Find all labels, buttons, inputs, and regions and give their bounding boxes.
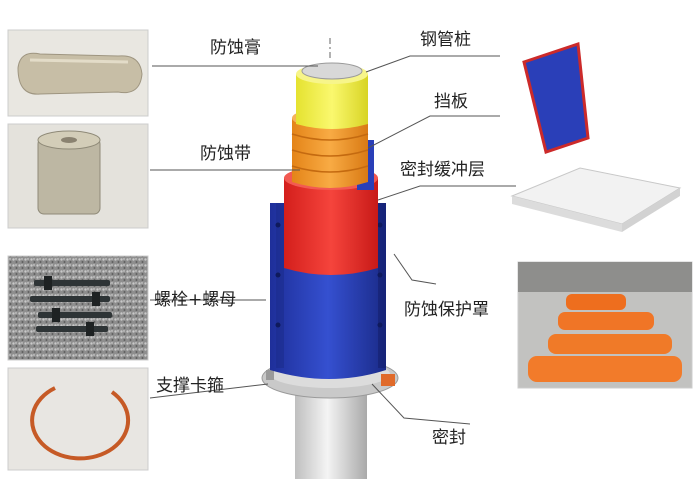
leader-anticorrosion-cover [393, 253, 437, 285]
leader-seal-buffer-layer [377, 185, 516, 201]
label-seal-buffer-layer: 密封缓冲层 [400, 160, 485, 180]
photo-bolts-and-nuts [7, 255, 149, 361]
leader-seal [371, 383, 471, 425]
photo-support-clamp-ring [7, 367, 149, 471]
photo-anticorrosion-tape-roll [7, 123, 149, 229]
photo-buffer-foam-sheet [510, 167, 682, 232]
steel-pipe-pile-top [301, 62, 363, 80]
leader-steel-pipe-pile [365, 55, 500, 73]
leader-lines [149, 55, 516, 425]
label-seal: 密封 [432, 428, 466, 448]
photo-baffle-plate [522, 41, 590, 154]
steel-pipe-pile-base [295, 385, 367, 479]
label-bolt-nut: 螺栓+螺母 [154, 290, 237, 310]
photo-anticorrosion-paste-pack [7, 29, 149, 117]
leader-support-clamp [149, 383, 269, 399]
label-support-clamp: 支撑卡箍 [156, 376, 224, 396]
label-anticorrosion-paste: 防蚀膏 [210, 38, 261, 58]
label-anticorrosion-cover: 防蚀保护罩 [404, 300, 489, 320]
label-baffle: 挡板 [434, 92, 468, 112]
label-steel-pipe-pile: 钢管桩 [420, 30, 471, 50]
label-anticorrosion-tape: 防蚀带 [200, 144, 251, 164]
leader-baffle [367, 115, 500, 149]
photo-cover-shells [517, 261, 693, 389]
